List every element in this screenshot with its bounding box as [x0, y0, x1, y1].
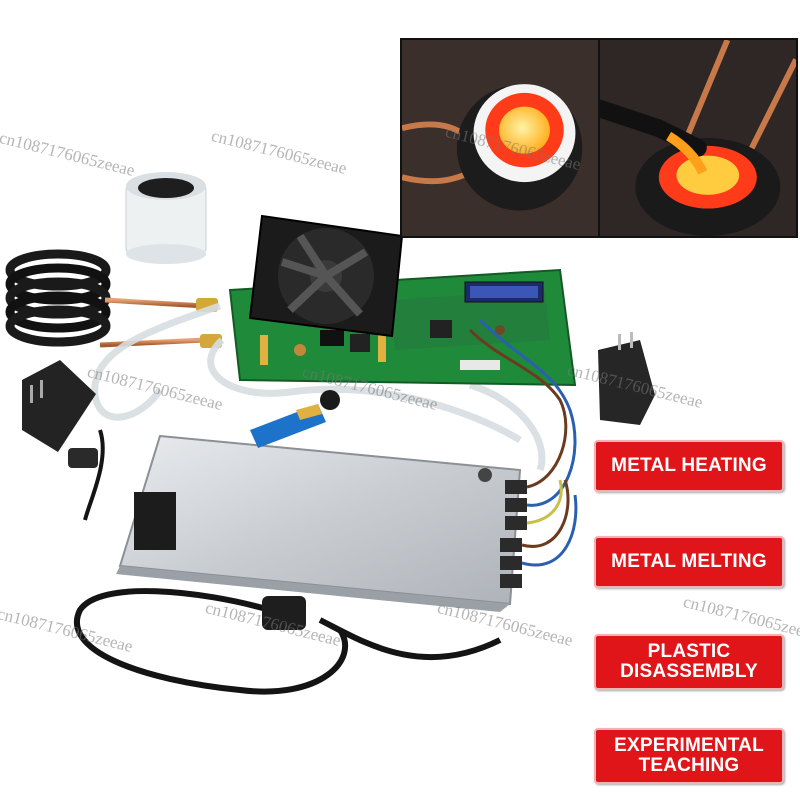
power-supply — [116, 434, 527, 612]
output-wires — [468, 318, 578, 567]
label-experimental-teaching-text: EXPERIMENTAL TEACHING — [614, 735, 764, 776]
label-metal-melting: METAL MELTING — [594, 536, 784, 588]
work-coil — [5, 249, 111, 347]
right-adapter — [598, 332, 655, 425]
mains-cable — [74, 588, 502, 695]
mains-plug — [262, 596, 306, 630]
label-metal-heating-text: METAL HEATING — [611, 455, 767, 476]
inset-molten-pour — [598, 38, 798, 238]
label-metal-heating: METAL HEATING — [594, 440, 784, 492]
inset-crucible-glow — [400, 38, 600, 238]
blue-tag — [250, 390, 340, 448]
label-plastic-disassembly: PLASTIC DISASSEMBLY — [594, 634, 784, 690]
molten-pour-photo — [600, 40, 796, 236]
crucible-glow-photo — [402, 40, 598, 236]
label-experimental-teaching: EXPERIMENTAL TEACHING — [594, 728, 784, 784]
water-tubing — [91, 302, 546, 472]
label-metal-melting-text: METAL MELTING — [611, 551, 767, 572]
crucible — [125, 172, 207, 264]
inline-switch — [68, 429, 105, 521]
label-plastic-disassembly-text: PLASTIC DISASSEMBLY — [620, 641, 758, 682]
left-adapter — [22, 360, 96, 452]
cooling-fan — [248, 214, 404, 338]
copper-leads — [99, 297, 222, 348]
